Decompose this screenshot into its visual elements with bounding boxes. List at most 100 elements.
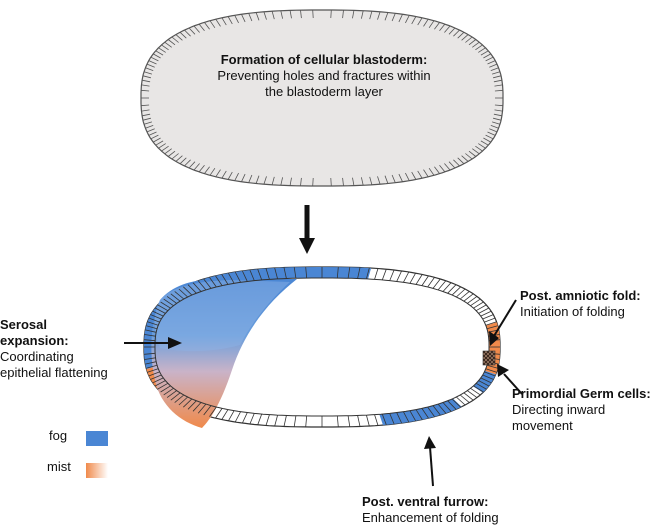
cell-tick [484, 317, 496, 323]
cell-tick [178, 288, 188, 298]
cell-tick [167, 39, 176, 46]
cell-tick [494, 89, 503, 92]
cell-tick [152, 377, 164, 384]
cell-tick [457, 32, 465, 39]
cell-tick [453, 159, 460, 167]
cell-tick [453, 29, 460, 37]
cell-tick [248, 13, 253, 22]
ring-segment [472, 370, 496, 393]
cell-tick [146, 128, 155, 133]
cell-tick [342, 10, 344, 19]
cell-tick [184, 29, 191, 37]
cell-tick [197, 403, 207, 414]
cell-tick [491, 71, 501, 75]
legend-swatch-mist [86, 463, 108, 478]
cell-tick [249, 269, 255, 281]
cell-tick [405, 172, 410, 181]
cell-tick [280, 177, 283, 186]
cell-tick [265, 414, 270, 426]
serosal-highlight [154, 280, 290, 352]
cell-tick [432, 405, 441, 416]
cell-tick [389, 413, 395, 425]
cell-tick [432, 278, 441, 289]
cell-tick [148, 317, 160, 323]
cell-tick [456, 288, 466, 298]
germ-title: Primordial Germ cells: [512, 386, 651, 401]
cell-tick [152, 310, 164, 317]
cell-tick [427, 406, 435, 417]
top-embryo-caption: Formation of cellular blastoderm: Preven… [168, 52, 480, 100]
cell-tick [409, 410, 416, 421]
cell-tick [145, 67, 154, 71]
cell-tick [234, 172, 239, 181]
germ-cells-label: Primordial Germ cells: Directing inward … [512, 386, 651, 434]
cell-tick [489, 63, 498, 68]
cell-tick [417, 17, 423, 26]
cell-tick [465, 153, 473, 160]
cell-tick [434, 166, 440, 174]
cell-tick [158, 143, 166, 149]
cell-tick [312, 9, 314, 19]
cell-tick [415, 274, 423, 285]
cell-tick [465, 36, 473, 43]
cell-tick [154, 307, 166, 314]
cell-tick [274, 414, 278, 427]
cell-tick [381, 413, 387, 425]
cell-tick [175, 155, 183, 162]
top-embryo [140, 9, 504, 187]
cell-tick [192, 282, 202, 292]
cell-tick [142, 113, 151, 117]
cell-tick [257, 413, 263, 425]
cell-tick [289, 177, 292, 186]
cell-tick [485, 368, 497, 373]
cell-tick [184, 159, 191, 167]
cell-tick [183, 286, 193, 296]
cell-tick [197, 280, 207, 291]
serosal-desc-line2: epithelial flattening [0, 365, 108, 380]
cell-tick [484, 371, 496, 377]
ventral-title: Post. ventral furrow: [362, 494, 489, 509]
cell-tick [473, 301, 484, 309]
cell-tick [141, 84, 150, 87]
cell-tick [150, 374, 162, 380]
cell-tick [227, 16, 233, 25]
cell-tick [493, 79, 502, 83]
cell-tick [305, 415, 308, 427]
cell-tick [361, 10, 364, 19]
cell-tick [396, 412, 402, 424]
cell-tick [475, 304, 487, 312]
cell-tick [150, 314, 162, 320]
cell-tick [242, 270, 248, 282]
cell-tick [456, 396, 466, 406]
cell-tick [482, 314, 494, 320]
cell-tick [163, 387, 174, 396]
cell-tick [451, 286, 461, 296]
cell-tick [274, 267, 278, 280]
cell-tick [423, 18, 429, 27]
cell-tick [271, 11, 275, 20]
cell-tick [293, 415, 297, 427]
cell-tick [493, 113, 502, 117]
cell-tick [155, 50, 164, 56]
cell-tick [144, 339, 156, 342]
cell-tick [472, 148, 480, 155]
top-embryo-cell-ticks [141, 9, 503, 187]
cell-tick [336, 267, 339, 279]
cell-tick [221, 17, 227, 26]
cell-tick [442, 402, 452, 412]
cell-tick [463, 392, 474, 401]
cell-tick [384, 12, 389, 21]
cell-tick [234, 15, 239, 24]
serosal-title-line2: expansion: [0, 333, 69, 348]
cell-tick [144, 334, 156, 337]
cell-tick [434, 22, 440, 30]
ventral-arrow [424, 436, 436, 487]
cell-tick [160, 385, 171, 393]
cell-tick [493, 117, 502, 121]
cell-tick [468, 150, 477, 157]
cell-tick [398, 173, 403, 182]
cell-tick [204, 166, 210, 174]
cell-tick [221, 274, 229, 285]
cell-tick [215, 169, 221, 178]
